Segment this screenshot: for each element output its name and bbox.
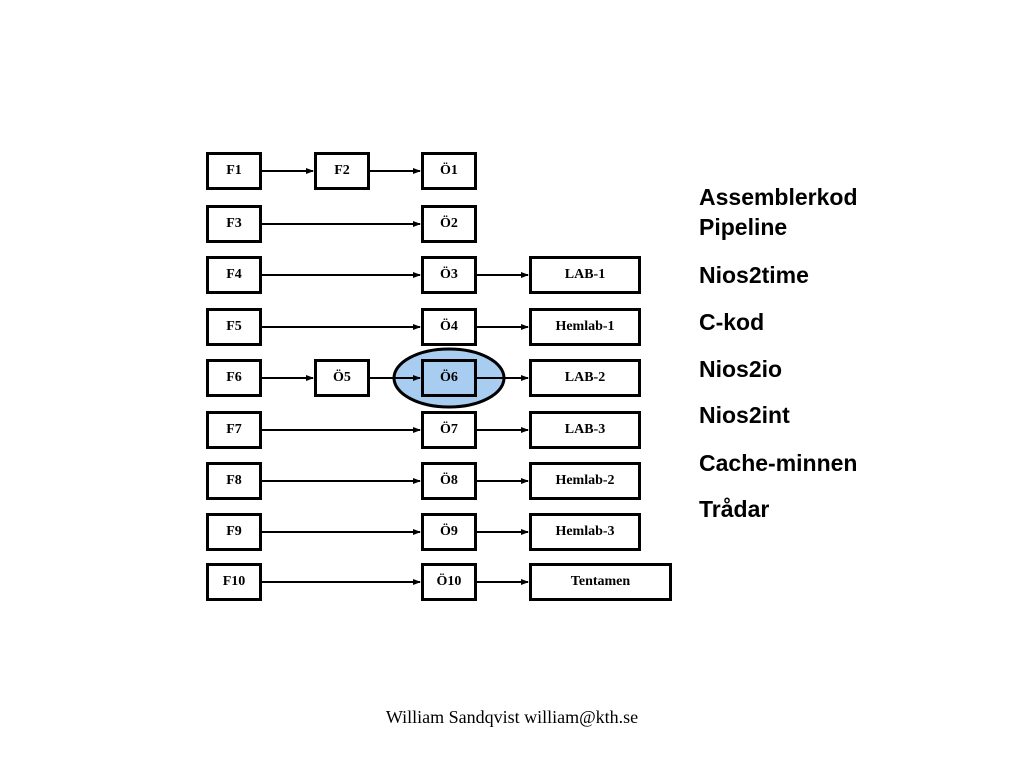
node-Ö8: Ö8 (421, 462, 477, 500)
node-F5: F5 (206, 308, 262, 346)
node-Ö2: Ö2 (421, 205, 477, 243)
topic-label: Pipeline (699, 214, 788, 240)
node-Ö1: Ö1 (421, 152, 477, 190)
topic-label: Nios2io (699, 356, 783, 382)
node-F1: F1 (206, 152, 262, 190)
node-F8: F8 (206, 462, 262, 500)
node-Ö6: Ö6 (421, 359, 477, 397)
node-F7: F7 (206, 411, 262, 449)
topic-label: Nios2int (699, 402, 790, 428)
topic-label: C-kod (699, 309, 765, 335)
footer-text: William Sandqvist william@kth.se (385, 707, 639, 727)
node-Tentamen: Tentamen (529, 563, 672, 601)
topic-label: Cache-minnen (699, 450, 858, 476)
node-F4: F4 (206, 256, 262, 294)
node-Ö3: Ö3 (421, 256, 477, 294)
node-LAB-1: LAB-1 (529, 256, 641, 294)
node-F10: F10 (206, 563, 262, 601)
node-Hemlab-2: Hemlab-2 (529, 462, 641, 500)
node-Ö10: Ö10 (421, 563, 477, 601)
topic-label: Trådar (699, 496, 770, 522)
node-LAB-3: LAB-3 (529, 411, 641, 449)
node-F2: F2 (314, 152, 370, 190)
topic-label: Nios2time (699, 262, 809, 288)
node-Hemlab-3: Hemlab-3 (529, 513, 641, 551)
node-F9: F9 (206, 513, 262, 551)
node-Hemlab-1: Hemlab-1 (529, 308, 641, 346)
node-F3: F3 (206, 205, 262, 243)
node-Ö9: Ö9 (421, 513, 477, 551)
node-F6: F6 (206, 359, 262, 397)
node-Ö4: Ö4 (421, 308, 477, 346)
node-Ö5: Ö5 (314, 359, 370, 397)
node-Ö7: Ö7 (421, 411, 477, 449)
node-LAB-2: LAB-2 (529, 359, 641, 397)
topic-label: Assemblerkod (699, 184, 858, 210)
